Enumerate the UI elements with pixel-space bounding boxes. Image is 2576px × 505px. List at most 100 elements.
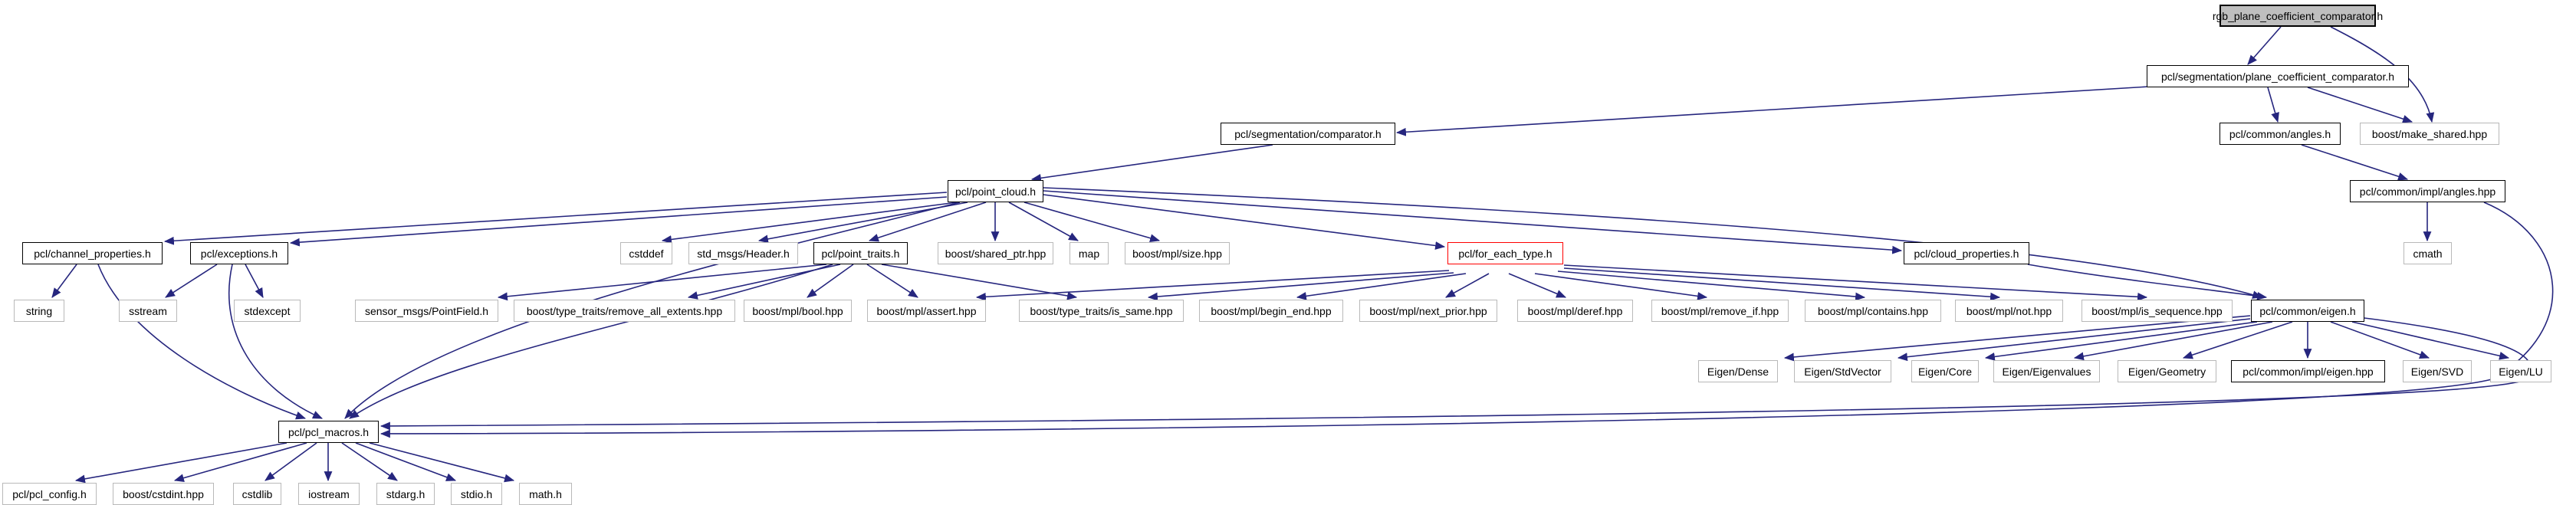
graph-node-point_traits[interactable]: pcl/point_traits.h (813, 242, 908, 264)
graph-node-exceptions[interactable]: pcl/exceptions.h (190, 242, 288, 264)
include-edge-eigen-to-eigenvalues (2073, 321, 2273, 361)
graph-node-stdarg: stdarg.h (376, 483, 435, 505)
graph-node-svd: Eigen/SVD (2403, 360, 2472, 382)
graph-node-core: Eigen/Core (1911, 360, 1979, 382)
graph-node-cstdlib: cstdlib (233, 483, 281, 505)
graph-node-sstream: sstream (119, 300, 177, 322)
graph-node-make_shared: boost/make_shared.hpp (2360, 123, 2499, 145)
include-edge-exceptions-to-sstream (165, 264, 218, 298)
include-edge-point_traits-to-pointfield (497, 264, 827, 301)
graph-node-next_prior: boost/mpl/next_prior.hpp (1359, 300, 1497, 322)
include-edge-macros-to-stdarg (341, 442, 398, 481)
include-edge-for_each-to-next_prior (1445, 273, 1490, 298)
include-edge-for_each-to-not (1563, 267, 2001, 301)
graph-node-channel[interactable]: pcl/channel_properties.h (22, 242, 163, 264)
graph-node-iostream: iostream (298, 483, 360, 505)
graph-node-is_same: boost/type_traits/is_same.hpp (1019, 300, 1184, 322)
include-edge-point_cloud-to-macros (344, 202, 961, 419)
graph-node-stdvector: Eigen/StdVector (1794, 360, 1891, 382)
include-edge-eigen-to-macros (380, 317, 2532, 431)
graph-node-comparator[interactable]: pcl/segmentation/comparator.h (1221, 123, 1395, 145)
include-edge-point_cloud-to-size (1024, 202, 1161, 242)
graph-node-impl_eigen[interactable]: pcl/common/impl/eigen.hpp (2231, 360, 2385, 382)
include-edge-rgb-to-plane (2247, 26, 2282, 65)
include-edge-point_cloud-to-for_each (1043, 194, 1446, 250)
include-edge-macros-to-math (369, 442, 515, 483)
include-edge-point_cloud-to-cloud_props (1043, 190, 1903, 254)
graph-node-dense: Eigen/Dense (1698, 360, 1778, 382)
graph-node-string: string (14, 300, 64, 322)
graph-node-header: std_msgs/Header.h (688, 242, 798, 264)
include-edge-for_each-to-begin_end (1296, 273, 1467, 300)
include-edge-point_cloud-to-map (1008, 202, 1079, 241)
graph-node-size: boost/mpl/size.hpp (1125, 242, 1230, 264)
include-edge-eigen-to-lu (2351, 321, 2510, 360)
include-edge-eigen-to-core (1984, 321, 2258, 361)
include-edge-plane-to-angles (2267, 87, 2279, 123)
include-edge-macros-to-config (74, 442, 288, 484)
graph-node-stdexcept: stdexcept (234, 300, 301, 322)
graph-node-bool: boost/mpl/bool.hpp (744, 300, 852, 322)
include-edge-plane-to-make_shared (2307, 87, 2413, 123)
include-edge-for_each-to-assert (975, 270, 1450, 301)
graph-node-not: boost/mpl/not.hpp (1955, 300, 2063, 322)
graph-node-cstddef: cstddef (620, 242, 672, 264)
graph-node-cstdint: boost/cstdint.hpp (113, 483, 214, 505)
include-edge-eigen-to-geometry (2182, 321, 2293, 359)
graph-node-is_sequence: boost/mpl/is_sequence.hpp (2082, 300, 2233, 322)
graph-node-stdio: stdio.h (451, 483, 502, 505)
include-edge-point_traits-to-bool (807, 264, 854, 298)
graph-node-cloud_props[interactable]: pcl/cloud_properties.h (1904, 242, 2029, 264)
graph-node-geometry: Eigen/Geometry (2118, 360, 2216, 382)
graph-node-macros[interactable]: pcl/pcl_macros.h (278, 421, 379, 443)
graph-node-deref: boost/mpl/deref.hpp (1517, 300, 1633, 322)
include-edge-exceptions-to-macros (228, 264, 323, 419)
graph-node-plane[interactable]: pcl/segmentation/plane_coefficient_compa… (2147, 65, 2409, 87)
graph-node-assert: boost/mpl/assert.hpp (867, 300, 986, 322)
graph-node-eigen[interactable]: pcl/common/eigen.h (2251, 300, 2364, 322)
include-edge-angles-to-impl_angles (2301, 144, 2409, 181)
graph-node-remove_all: boost/type_traits/remove_all_extents.hpp (514, 300, 735, 322)
include-edge-macros-to-cstdlib (264, 442, 317, 481)
include-edge-point_traits-to-assert (866, 264, 918, 298)
graph-node-config: pcl/pcl_config.h (2, 483, 97, 505)
include-edge-eigen-to-stdvector (1897, 318, 2251, 362)
graph-node-contains: boost/mpl/contains.hpp (1805, 300, 1941, 322)
include-edge-point_cloud-to-exceptions (289, 196, 948, 247)
graph-node-remove_if: boost/mpl/remove_if.hpp (1651, 300, 1789, 322)
include-edge-impl_angles-to-macros (380, 202, 2554, 438)
include-edge-point_cloud-to-channel (163, 192, 948, 245)
graph-node-map: map (1070, 242, 1109, 264)
graph-node-shared_ptr: boost/shared_ptr.hpp (938, 242, 1053, 264)
include-edge-channel-to-string (51, 264, 77, 298)
include-edge-macros-to-cstdint (173, 442, 307, 482)
include-edge-cloud_props-to-eigen (2027, 264, 2268, 300)
include-edge-for_each-to-remove_if (1534, 273, 1708, 300)
include-edge-point_cloud-to-cstddef (661, 202, 958, 244)
graph-node-point_cloud[interactable]: pcl/point_cloud.h (948, 180, 1043, 202)
graph-node-rgb[interactable]: rgb_plane_coefficient_comparator.h (2213, 5, 2383, 27)
include-edge-macros-to-stdio (355, 442, 457, 481)
include-edge-channel-to-macros (97, 264, 307, 420)
include-edge-point_cloud-to-point_traits (868, 202, 987, 242)
graph-node-impl_angles[interactable]: pcl/common/impl/angles.hpp (2350, 180, 2505, 202)
include-edge-for_each-to-deref (1508, 273, 1566, 298)
include-edge-point_traits-to-is_same (881, 264, 1078, 300)
include-edge-for_each-to-is_sequence (1563, 264, 2148, 301)
graph-node-math: math.h (519, 483, 572, 505)
include-edge-comparator-to-point_cloud (1030, 144, 1273, 182)
graph-node-cmath: cmath (2404, 242, 2452, 264)
include-edge-eigen-to-dense (1783, 315, 2251, 362)
graph-node-pointfield: sensor_msgs/PointField.h (355, 300, 498, 322)
include-edge-plane-to-comparator (1395, 86, 2150, 136)
include-edge-for_each-to-is_same (1147, 272, 1454, 301)
graph-node-for_each[interactable]: pcl/for_each_type.h (1447, 242, 1563, 264)
graph-node-angles[interactable]: pcl/common/angles.h (2220, 123, 2341, 145)
graph-node-lu: Eigen/LU (2490, 360, 2551, 382)
include-edge-point_traits-to-macros (349, 264, 833, 419)
include-edge-eigen-to-svd (2330, 321, 2430, 359)
include-edge-for_each-to-contains (1557, 271, 1866, 301)
include-edge-exceptions-to-stdexcept (245, 264, 264, 298)
